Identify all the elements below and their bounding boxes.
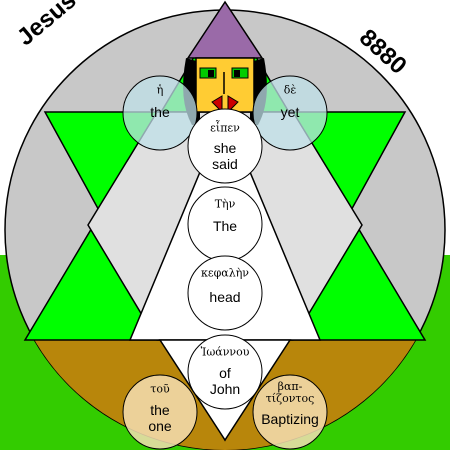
english-word-1: the xyxy=(150,104,170,120)
english-word-8: Baptizing xyxy=(261,411,319,427)
english-word-5: head xyxy=(209,289,241,305)
english-word-7: the one xyxy=(148,402,172,434)
face xyxy=(195,57,255,113)
greek-word-7: τοῦ xyxy=(150,382,170,396)
english-word-4: The xyxy=(212,218,238,234)
mouth-left xyxy=(211,95,223,114)
greek-word-3: εἶπεν xyxy=(210,121,240,135)
english-word-6: of John xyxy=(209,365,241,397)
greek-word-2: δὲ xyxy=(283,83,297,97)
circle-of-john xyxy=(187,334,263,410)
greek-word-1: ἡ xyxy=(156,83,164,97)
circle-head xyxy=(187,255,263,331)
greek-word-8: βαπ- τίζοντος xyxy=(265,380,315,405)
mouth-right xyxy=(227,95,239,114)
english-word-2: yet xyxy=(280,104,300,120)
greek-word-5: κεφαλὴν xyxy=(201,266,249,280)
greek-word-4: Τὴν xyxy=(214,197,236,211)
circle-yet xyxy=(252,75,328,151)
circle-the-one xyxy=(122,374,198,450)
greek-word-6: Ἰωάννου xyxy=(200,345,250,359)
circle-baptizing xyxy=(252,374,328,450)
english-word-3: she said xyxy=(212,140,238,172)
right-pupil xyxy=(234,70,240,77)
circle-she-said xyxy=(187,108,263,184)
left-pupil xyxy=(208,70,214,77)
circle-the xyxy=(122,75,198,151)
